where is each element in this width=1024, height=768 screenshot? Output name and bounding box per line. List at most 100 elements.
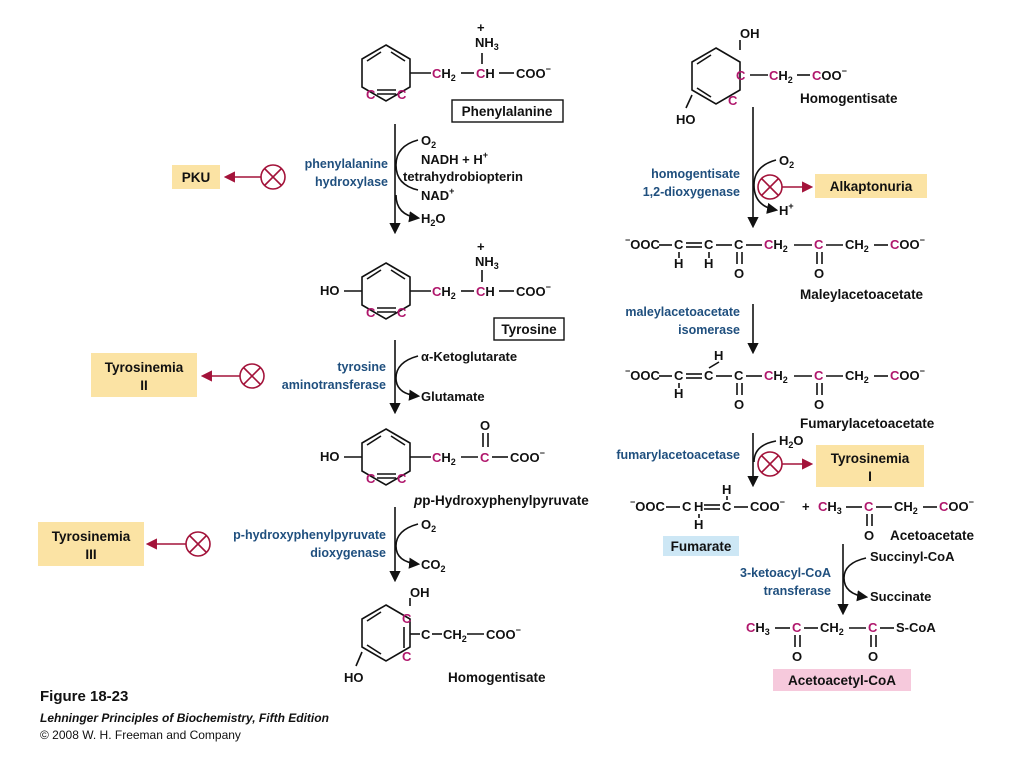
alkaptonuria-label: Alkaptonuria — [830, 179, 913, 194]
svg-text:C: C — [366, 87, 376, 102]
co2-cofactor: CO — [421, 557, 441, 572]
svg-text:O2: O2 — [421, 517, 436, 534]
svg-text:C: C — [366, 305, 376, 320]
tetrahydrobiopterin-cofactor: tetrahydrobiopterin — [403, 169, 523, 184]
pku-label: PKU — [182, 170, 211, 185]
svg-text:COO−: COO− — [890, 366, 925, 383]
svg-text:COO−: COO− — [516, 64, 551, 81]
svg-text:C: C — [814, 237, 824, 252]
svg-text:HO: HO — [344, 670, 364, 685]
svg-text:C: C — [397, 305, 407, 320]
fumarate-box — [663, 536, 739, 556]
svg-text:−OOC: −OOC — [625, 235, 660, 252]
svg-text:H: H — [674, 256, 683, 271]
svg-text:CH2: CH2 — [845, 237, 869, 254]
pku-box — [172, 165, 220, 189]
svg-text:III: III — [85, 547, 96, 562]
plus-sign: + — [802, 499, 810, 514]
book-title: Lehninger Principles of Biochemistry, Fi… — [40, 711, 329, 725]
svg-text:CH3: CH3 — [818, 499, 842, 516]
svg-text:OH: OH — [410, 585, 430, 600]
svg-text:OH: OH — [740, 26, 760, 41]
svg-text:C: C — [674, 368, 684, 383]
akg-cofactor: α-Ketoglutarate — [421, 349, 517, 364]
tyrosinemia-1-block-icon — [757, 451, 814, 477]
acetoacetate-structure: CH3 C CH2 COO− O — [818, 497, 974, 543]
svg-text:H: H — [674, 386, 683, 401]
svg-text:C: C — [421, 627, 431, 642]
svg-text:O: O — [734, 397, 744, 412]
svg-text:C: C — [868, 620, 878, 635]
pah-enzyme-line2: hydroxylase — [315, 175, 388, 189]
svg-text:S-CoA: S-CoA — [896, 620, 936, 635]
svg-text:I: I — [868, 469, 872, 484]
svg-text:−OOC: −OOC — [625, 366, 660, 383]
tyrosinemia-3-box — [38, 522, 144, 566]
homogentisate-label-right: Homogentisate — [800, 91, 898, 106]
svg-text:CH2: CH2 — [769, 68, 793, 85]
svg-text:O: O — [814, 266, 824, 281]
phenylalanine-structure: C C CH2 CH COO− NH3 + — [361, 20, 551, 102]
tyrosinemia-3-block-icon — [145, 531, 211, 557]
svg-text:COO−: COO− — [510, 448, 545, 465]
homogentisate-label-left: Homogentisate — [448, 670, 546, 685]
svg-text:NAD+: NAD+ — [421, 186, 454, 203]
svg-text:−OOC: −OOC — [630, 497, 665, 514]
svg-text:+: + — [477, 239, 485, 254]
svg-text:C: C — [814, 368, 824, 383]
o2-cofactor: O — [421, 133, 431, 148]
maleylacetoacetate-label: Maleylacetoacetate — [800, 287, 924, 302]
fah-enzyme: fumarylacetoacetase — [616, 448, 740, 462]
alkaptonuria-box — [815, 174, 927, 198]
fumarylacetoacetate-label: Fumarylacetoacetate — [800, 416, 935, 431]
hgd-enzyme-line1: homogentisate — [651, 167, 740, 181]
svg-text:NH3: NH3 — [475, 35, 499, 52]
hppd-enzyme-line2: dioxygenase — [310, 546, 386, 560]
svg-text:COO−: COO− — [890, 235, 925, 252]
acetoacetyl-coa-structure: CH3 C CH2 C S-CoA O O — [746, 620, 936, 664]
svg-text:C: C — [674, 237, 684, 252]
svg-text:H: H — [722, 482, 731, 497]
svg-text:II: II — [140, 378, 148, 393]
svg-text:C: C — [402, 611, 412, 626]
fumarate-structure: −OOC C H C COO− H H — [630, 482, 785, 532]
svg-text:COO−: COO− — [812, 66, 847, 83]
maleylacetoacetate-structure: −OOC C C C CH2 C CH2 COO− H H O O — [625, 235, 925, 281]
alkaptonuria-block-icon — [757, 174, 814, 200]
svg-text:C: C — [397, 471, 407, 486]
svg-text:C: C — [397, 87, 407, 102]
svg-text:C: C — [704, 368, 714, 383]
glutamate-cofactor: Glutamate — [421, 389, 485, 404]
mai-enzyme-line1: maleylacetoacetate — [625, 305, 740, 319]
svg-text:O: O — [792, 649, 802, 664]
homogentisate-structure-left: C C OH HO C CH2 COO− — [344, 585, 521, 685]
svg-text:O: O — [864, 528, 874, 543]
svg-text:H2O: H2O — [421, 211, 446, 228]
svg-text:H2O: H2O — [779, 433, 804, 450]
tyrosinemia-2-block-icon — [200, 363, 265, 389]
kct-enzyme-line1: 3-ketoacyl-CoA — [740, 566, 831, 580]
hydroxyphenylpyruvate-label: p-Hydroxyphenylpyruvate — [422, 493, 589, 508]
tat-enzyme-line2: aminotransferase — [282, 378, 386, 392]
svg-text:O2: O2 — [421, 133, 436, 150]
acetoacetyl-coa-label: Acetoacetyl-CoA — [788, 673, 896, 688]
svg-text:CO2: CO2 — [421, 557, 446, 574]
hppd-enzyme-line1: p-hydroxyphenylpyruvate — [233, 528, 386, 542]
svg-text:C: C — [480, 450, 490, 465]
svg-text:H: H — [714, 348, 723, 363]
svg-text:C: C — [864, 499, 874, 514]
svg-text:CH: CH — [476, 66, 495, 81]
tyrosinemia-2-box — [91, 353, 197, 397]
tyrosine-label: Tyrosine — [501, 322, 557, 337]
acetoacetate-label: Acetoacetate — [890, 528, 975, 543]
svg-text:HO: HO — [320, 283, 340, 298]
fumarate-label: Fumarate — [671, 539, 732, 554]
figure-number: Figure 18-23 — [40, 688, 129, 705]
svg-text:CH3: CH3 — [746, 620, 770, 637]
copyright-line: © 2008 W. H. Freeman and Company — [40, 728, 241, 742]
svg-text:C: C — [734, 237, 744, 252]
svg-text:NADH + H+: NADH + H+ — [421, 150, 488, 167]
tyrosine-structure: C C HO CH2 CH COO− NH3 + — [320, 239, 551, 320]
homogentisate-structure-right: C C OH HO CH2 COO− — [676, 26, 847, 127]
svg-text:H: H — [694, 517, 703, 532]
